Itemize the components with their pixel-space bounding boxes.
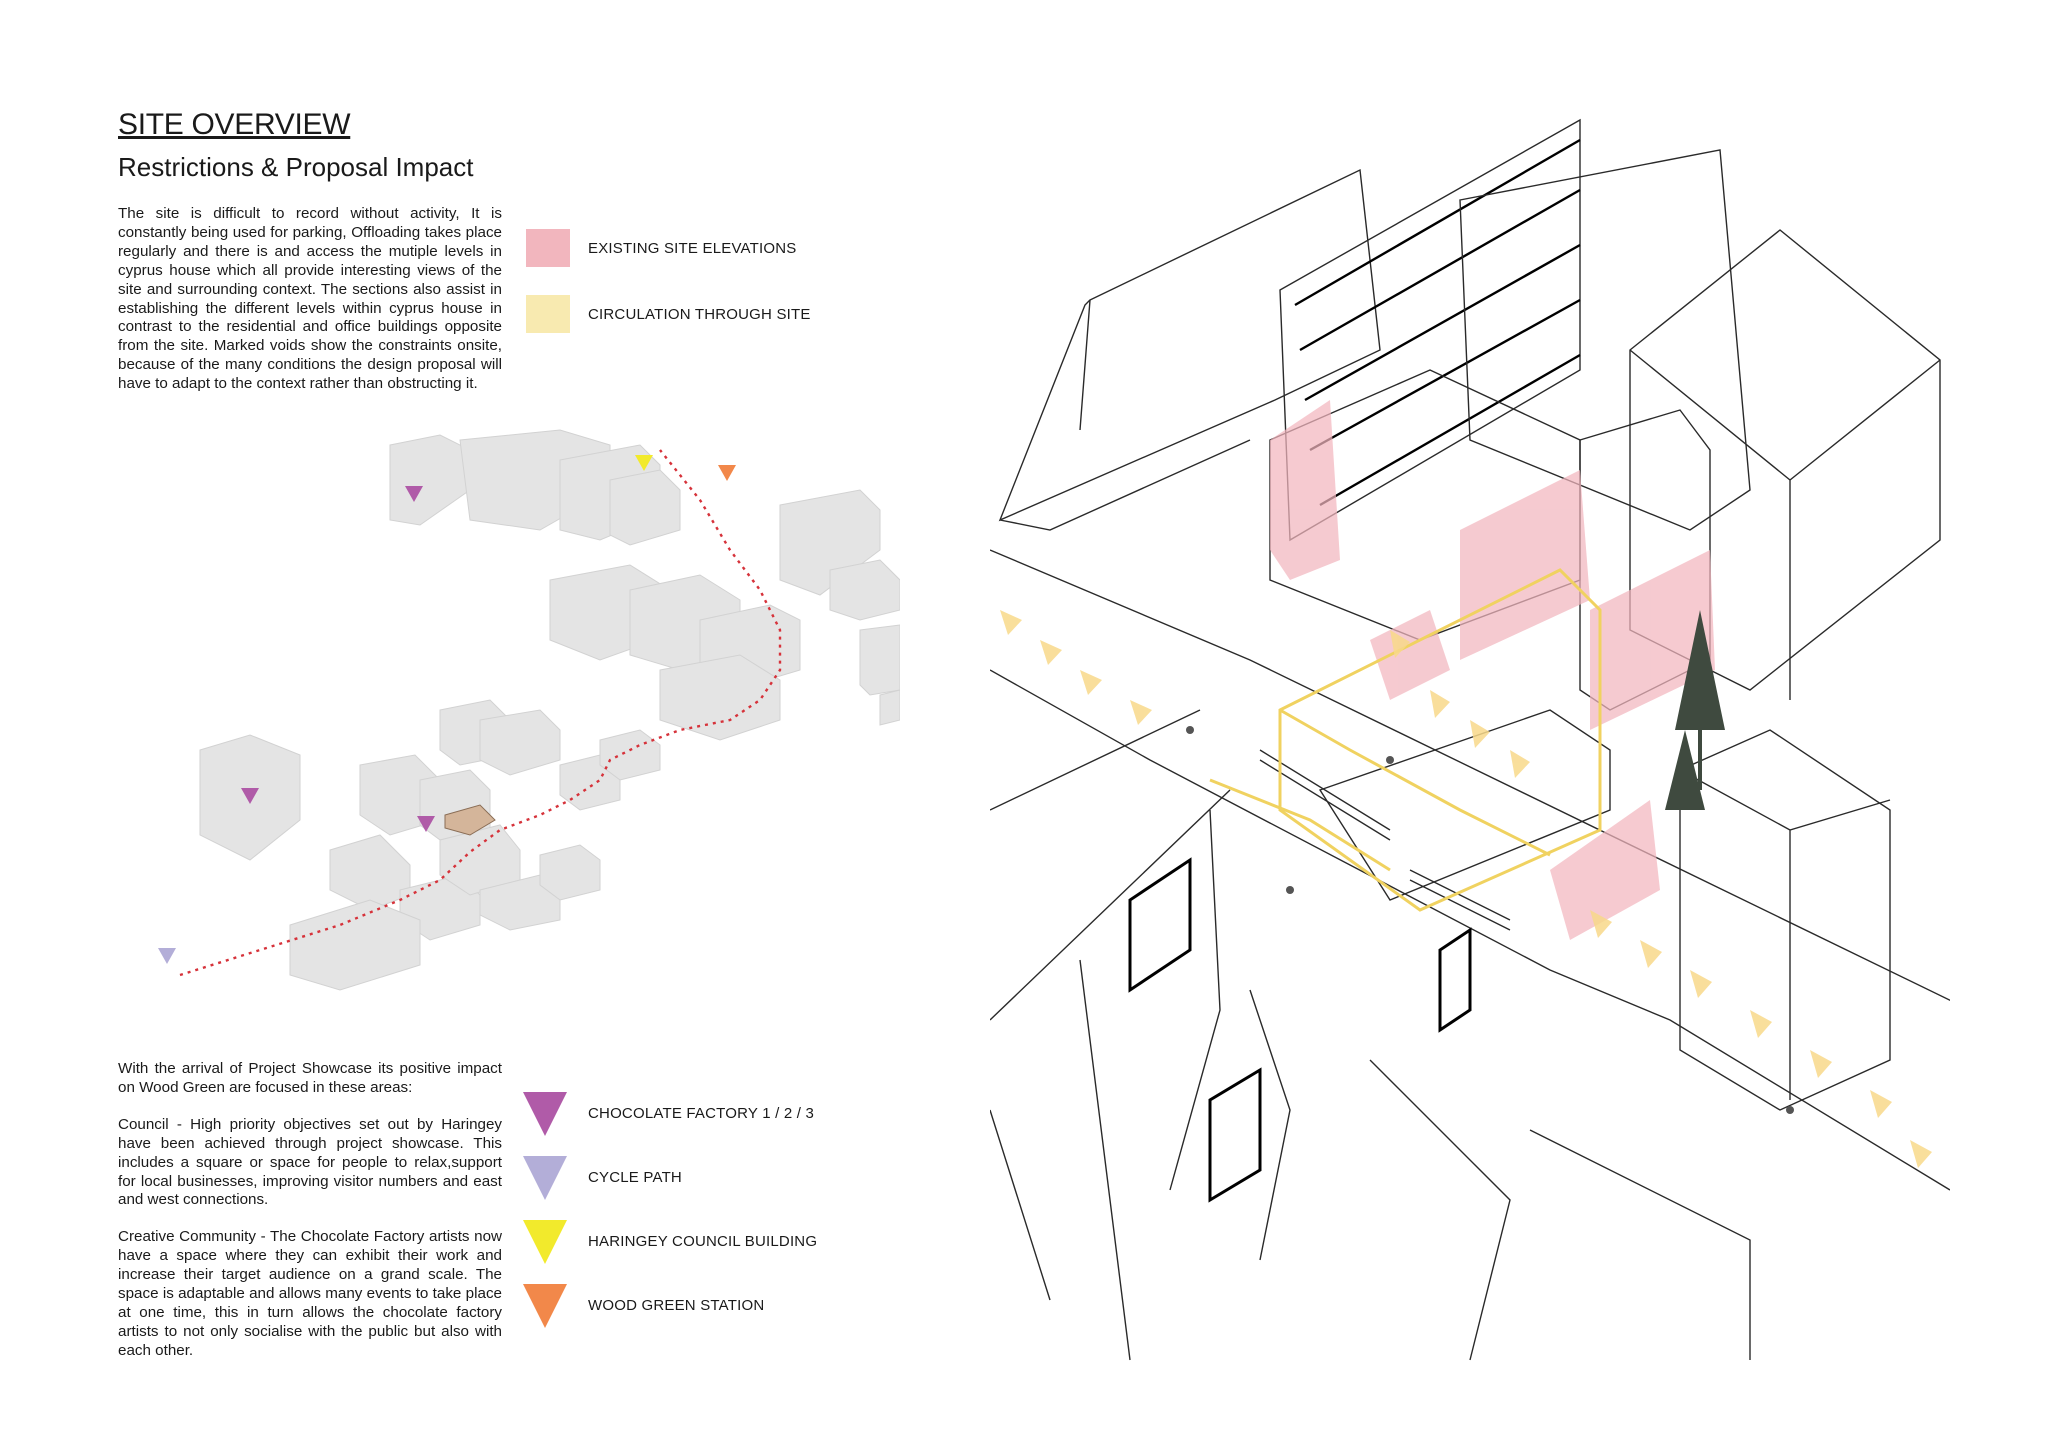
building-block [879, 689, 900, 726]
circulation-arrow-icon [1640, 940, 1662, 968]
circulation-arrow-icon [1690, 970, 1712, 998]
building-block [859, 624, 900, 696]
circulation-arrow-icon [1810, 1050, 1832, 1078]
triangle-down-icon [523, 1284, 567, 1328]
circulation-arrow-icon [1910, 1140, 1932, 1168]
legend-chocolate-factory: CHOCOLATE FACTORY 1 / 2 / 3 [522, 1088, 817, 1138]
site-legend: EXISTING SITE ELEVATIONS CIRCULATION THR… [526, 226, 811, 336]
existing-elevation-panel [1550, 800, 1660, 940]
impact-paragraph: With the arrival of Project Showcase its… [118, 1060, 502, 1379]
triangle-down-icon [523, 1220, 567, 1264]
impact-intro: With the arrival of Project Showcase its… [118, 1060, 502, 1096]
circulation-boundary [1278, 568, 1602, 912]
page-title: SITE OVERVIEW [118, 108, 351, 141]
legend-label: WOOD GREEN STATION [588, 1296, 765, 1314]
road-outline [990, 709, 1231, 1361]
circulation-arrow-icon [1000, 610, 1022, 635]
circulation-arrow-icon [1080, 670, 1102, 695]
building-block [289, 899, 421, 991]
circulation-path [1209, 708, 1551, 872]
legend-cycle-path: CYCLE PATH [522, 1152, 817, 1202]
site-footprint-icon [444, 804, 496, 836]
legend-label: CIRCULATION THROUGH SITE [588, 305, 811, 323]
impact-council: Council - High priority objectives set o… [118, 1115, 502, 1209]
circulation-arrow-icon [1750, 1010, 1772, 1038]
person-icon [1186, 726, 1194, 734]
triangle-down-icon [523, 1092, 567, 1136]
building-block [329, 834, 411, 911]
chocolate-factory-marker-icon [405, 486, 423, 502]
building-outline [1459, 149, 1751, 531]
legend-existing-elevations: EXISTING SITE ELEVATIONS [526, 226, 811, 270]
building-block [539, 844, 601, 901]
tree-icon [1675, 610, 1725, 730]
building-outline [1294, 138, 1581, 507]
tall-panel-outline [1128, 857, 1472, 1203]
legend-label: HARINGEY COUNCIL BUILDING [588, 1232, 818, 1250]
person-icon [1286, 886, 1294, 894]
circulation-arrow-icon [1430, 690, 1450, 718]
page-subtitle: Restrictions & Proposal Impact [118, 152, 474, 182]
legend-haringey-council: HARINGEY COUNCIL BUILDING [522, 1216, 817, 1266]
existing-elevation-panel [1460, 470, 1590, 660]
road-outline [1169, 809, 1751, 1361]
person-icon [1386, 756, 1394, 764]
circulation-arrow-icon [1130, 700, 1152, 725]
fence-icon [1259, 749, 1511, 931]
existing-elevation-panel [1270, 400, 1340, 580]
building-outline [999, 299, 1251, 531]
existing-elevation-panel [1370, 610, 1450, 700]
isometric-site-drawing [990, 118, 1950, 1361]
road-outline [990, 549, 1950, 1191]
existing-elevation-panel [1590, 550, 1715, 730]
tree-icon [1665, 730, 1705, 810]
building-block [829, 559, 900, 621]
building-block [479, 709, 561, 776]
impact-creative: Creative Community - The Chocolate Facto… [118, 1228, 502, 1359]
circulation-arrow-icon [1870, 1090, 1892, 1118]
circulation-arrow-icon [1040, 640, 1062, 665]
building-block [609, 469, 681, 546]
circulation-arrow-icon [1470, 720, 1490, 748]
building-outline [998, 168, 1381, 522]
legend-label: CHOCOLATE FACTORY 1 / 2 / 3 [588, 1104, 815, 1122]
cycle-path-marker-icon [158, 948, 176, 964]
building-block [389, 434, 471, 526]
legend-wood-green-station: WOOD GREEN STATION [522, 1280, 817, 1330]
circulation-arrow-icon [1590, 910, 1612, 938]
circulation-swatch [526, 295, 570, 333]
legend-circulation: CIRCULATION THROUGH SITE [526, 292, 811, 336]
haringey-council-marker-icon [635, 455, 653, 471]
chocolate-factory-marker-icon [417, 816, 435, 832]
marker-legend: CHOCOLATE FACTORY 1 / 2 / 3 CYCLE PATH H… [522, 1088, 817, 1330]
tree-trunk [1698, 730, 1702, 790]
cycle-route-line [179, 449, 782, 977]
intro-paragraph: The site is difficult to record without … [118, 205, 502, 393]
chocolate-factory-marker-icon [241, 788, 259, 804]
circulation-arrow-icon [1510, 750, 1530, 778]
context-map [158, 429, 900, 991]
legend-label: EXISTING SITE ELEVATIONS [588, 239, 797, 257]
wood-green-station-marker-icon [718, 465, 736, 481]
person-icon [1786, 1106, 1794, 1114]
building-block [659, 654, 781, 741]
circulation-arrow-icon [1390, 630, 1410, 658]
triangle-down-icon [523, 1156, 567, 1200]
legend-label: CYCLE PATH [588, 1168, 682, 1186]
elevation-swatch [526, 229, 570, 267]
building-outline [1679, 729, 1891, 1111]
building-outline [1629, 349, 1941, 700]
building-outline [1679, 769, 1891, 1100]
